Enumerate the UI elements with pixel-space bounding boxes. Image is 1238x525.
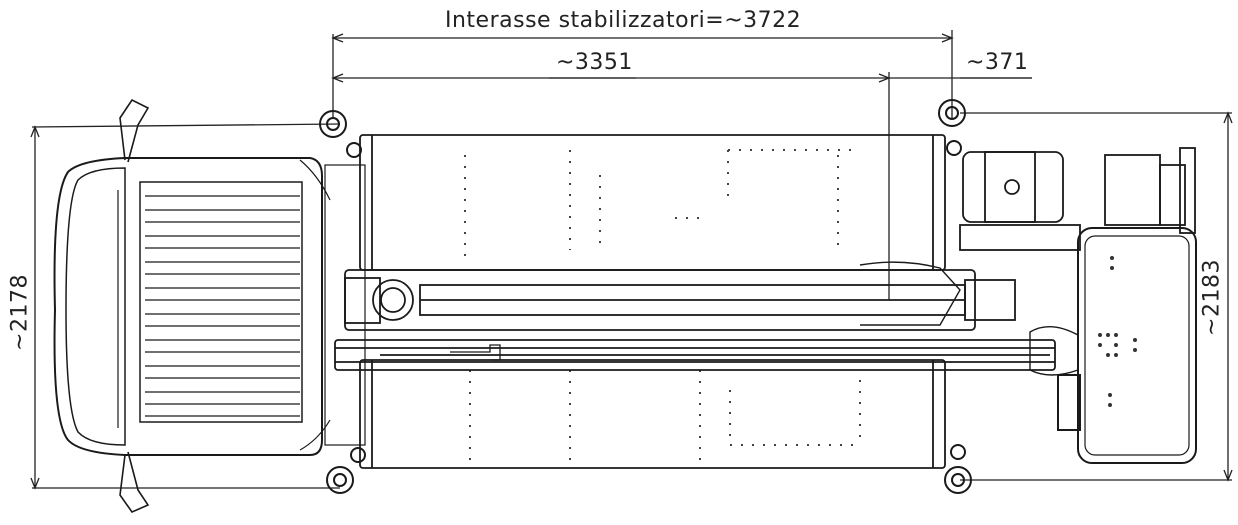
panel-dots xyxy=(464,149,861,460)
basket xyxy=(1029,227,1197,464)
cab-width-label: ~2178 xyxy=(7,274,33,351)
wheelbase-label: ~3351 xyxy=(556,50,633,75)
cab xyxy=(53,98,331,513)
stabilizer-wheelbase-label: Interasse stabilizzatori=~3722 xyxy=(445,8,802,33)
basket-width-label: ~2183 xyxy=(1199,259,1225,336)
dimension-lines xyxy=(30,30,1233,490)
basket-dots xyxy=(1098,256,1137,407)
chassis-body xyxy=(324,134,946,469)
rear-overhang-label: ~371 xyxy=(966,50,1029,75)
stabilizers xyxy=(319,99,972,494)
rear-equipment xyxy=(959,147,1196,251)
boom xyxy=(334,261,1056,371)
